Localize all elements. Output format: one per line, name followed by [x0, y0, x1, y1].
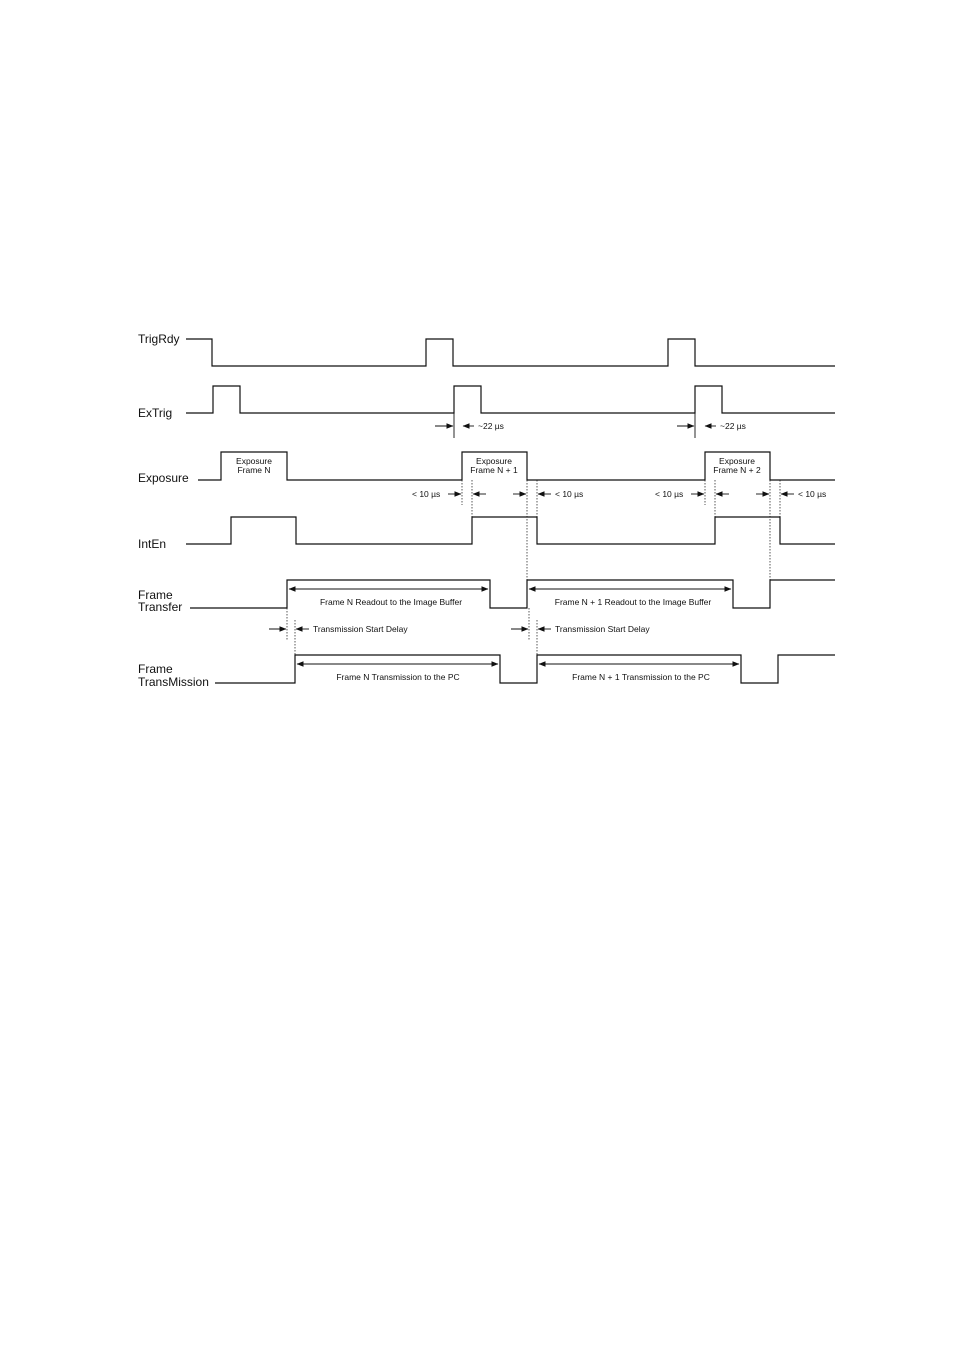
start-delay-b: Transmission Start Delay [555, 624, 650, 634]
signal-label-frame-transfer-1: Frame [138, 588, 173, 602]
signal-label-extrig: ExTrig [138, 406, 172, 420]
readout-n1-label: Frame N + 1 Readout to the Image Buffer [555, 597, 712, 607]
delay-22us-b: ~22 µs [720, 421, 746, 431]
trigrdy-waveform [186, 338, 835, 367]
tx-n1-label: Frame N + 1 Transmission to the PC [572, 672, 710, 682]
signal-label-frame-transfer-2: Transfer [138, 600, 182, 614]
extrig-waveform [186, 385, 835, 414]
tx-n-label: Frame N Transmission to the PC [336, 672, 459, 682]
exposure-n1-label-1: Exposure [476, 456, 512, 466]
signal-label-frame-transmission-1: Frame [138, 662, 173, 676]
signal-label-exposure: Exposure [138, 471, 189, 485]
exposure-n1-label-2: Frame N + 1 [470, 465, 518, 475]
delay-22us-a: ~22 µs [478, 421, 504, 431]
start-delay-a: Transmission Start Delay [313, 624, 408, 634]
frame-transmission-waveform [215, 654, 835, 684]
exposure-n-label-1: Exposure [236, 456, 272, 466]
signal-label-inten: IntEn [138, 537, 166, 551]
lt10us-b: < 10 µs [555, 489, 583, 499]
lt10us-d: < 10 µs [798, 489, 826, 499]
signal-label-trigrdy: TrigRdy [138, 332, 180, 346]
lt10us-c: < 10 µs [655, 489, 683, 499]
exposure-n2-label-2: Frame N + 2 [713, 465, 761, 475]
lt10us-a: < 10 µs [412, 489, 440, 499]
inten-waveform [186, 516, 835, 545]
exposure-n-label-2: Frame N [237, 465, 270, 475]
frame-transfer-waveform [190, 579, 835, 609]
signal-label-frame-transmission-2: TransMission [138, 675, 209, 689]
exposure-waveform [198, 451, 835, 481]
exposure-n2-label-1: Exposure [719, 456, 755, 466]
readout-n-label: Frame N Readout to the Image Buffer [320, 597, 462, 607]
